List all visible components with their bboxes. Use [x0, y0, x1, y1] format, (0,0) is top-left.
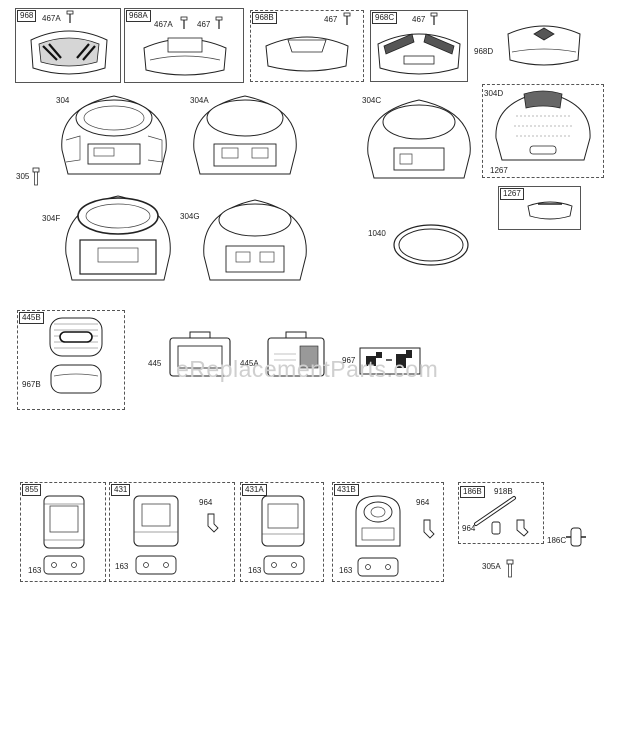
elbow-964-2	[420, 518, 436, 540]
callout-467-2: 467	[324, 15, 338, 24]
gasket-163-4	[356, 556, 400, 578]
callout-304f: 304F	[42, 214, 61, 223]
kit-968a-tag: 968A	[126, 10, 151, 22]
callout-445: 445	[148, 359, 162, 368]
callout-964-3: 964	[462, 524, 476, 533]
callout-163-2: 163	[115, 562, 129, 571]
gasket-1040	[392, 222, 470, 268]
air-cleaner-base-431a	[258, 492, 308, 552]
callout-304g: 304G	[180, 212, 200, 221]
screw-467a-2	[180, 16, 188, 29]
bolt-305a	[506, 559, 514, 578]
shroud-cover-968	[27, 24, 111, 78]
callout-467-3: 467	[412, 15, 426, 24]
air-filter-445a	[264, 330, 328, 380]
grille-1267	[526, 198, 574, 222]
blower-housing-304d	[490, 86, 596, 166]
blower-housing-304	[54, 88, 174, 180]
kit-304d-box	[482, 84, 604, 178]
kit-968c-tag: 968C	[372, 12, 398, 24]
kit-968b-box	[250, 10, 364, 82]
kit-431a-box	[240, 482, 324, 582]
screw-467-1	[215, 16, 223, 29]
kit-968b-tag: 968B	[252, 12, 277, 24]
kit-431a-tag: 431A	[242, 484, 267, 496]
air-filter-445	[166, 330, 234, 380]
kit-186b-box	[458, 482, 544, 544]
air-filter-445b	[46, 314, 106, 360]
pre-cleaner-967	[358, 346, 422, 376]
shroud-cover-968d	[502, 18, 586, 70]
kit-1267-tag: 1267	[500, 188, 524, 200]
callout-163-4: 163	[339, 566, 353, 575]
callout-305a: 305A	[482, 562, 501, 571]
kit-186b-tag: 186B	[460, 486, 485, 498]
callout-467-1: 467	[197, 20, 211, 29]
shroud-cover-968b	[262, 30, 352, 74]
gasket-163-3	[262, 554, 306, 576]
callout-1267-a: 1267	[490, 166, 508, 175]
kit-1267-box	[498, 186, 581, 230]
callout-163-1: 163	[28, 566, 42, 575]
air-cleaner-base-431b	[350, 492, 406, 554]
shroud-cover-968a	[140, 30, 230, 78]
kit-431-box	[109, 482, 235, 582]
gasket-163-2	[134, 554, 178, 576]
callout-304: 304	[56, 96, 70, 105]
bolt-305	[32, 167, 40, 186]
screw-467-2	[343, 12, 351, 25]
callout-186c: 186C	[547, 536, 567, 545]
callout-967: 967	[342, 356, 356, 365]
blower-housing-304g	[196, 192, 314, 286]
kit-968-tag: 968	[17, 10, 37, 22]
callout-467a-2: 467A	[154, 20, 173, 29]
kit-431b-box	[332, 482, 444, 582]
fitting-964-3a	[490, 520, 502, 536]
callout-964-2: 964	[416, 498, 430, 507]
shroud-cover-968c	[374, 26, 464, 78]
kit-445b-tag: 445B	[19, 312, 44, 324]
watermark: eReplacementParts.com	[176, 356, 439, 382]
screw-467a-1	[66, 10, 74, 23]
kit-431-tag: 431	[111, 484, 131, 496]
callout-967b: 967B	[22, 380, 41, 389]
kit-445b-box	[17, 310, 125, 410]
fitting-964-3b	[514, 518, 530, 538]
callout-1040: 1040	[368, 229, 386, 238]
blower-housing-304a	[186, 88, 304, 180]
kit-431b-tag: 431B	[334, 484, 359, 496]
callout-445a: 445A	[240, 359, 259, 368]
callout-304c: 304C	[362, 96, 382, 105]
kit-968-box	[15, 8, 121, 83]
callout-304a: 304A	[190, 96, 209, 105]
air-cleaner-base-431	[130, 492, 182, 552]
air-cleaner-base-855	[40, 492, 88, 552]
kit-968c-box	[370, 10, 468, 82]
screw-467-3	[430, 12, 438, 25]
callout-304d: 304D	[484, 89, 504, 98]
breather-tube-918b	[470, 494, 520, 528]
callout-305: 305	[16, 172, 30, 181]
kit-968a-box	[124, 8, 244, 83]
pre-cleaner-967b	[48, 362, 104, 396]
callout-467a-1: 467A	[42, 14, 61, 23]
elbow-964-1	[204, 512, 220, 534]
blower-housing-304f	[58, 188, 178, 286]
callout-163-3: 163	[248, 566, 262, 575]
callout-968d: 968D	[474, 47, 494, 56]
kit-855-box	[20, 482, 106, 582]
blower-housing-304c	[360, 92, 478, 184]
valve-186c	[566, 526, 586, 548]
kit-855-tag: 855	[22, 484, 42, 496]
gasket-163-1	[42, 554, 86, 576]
callout-964-1: 964	[199, 498, 213, 507]
callout-918b: 918B	[494, 487, 513, 496]
